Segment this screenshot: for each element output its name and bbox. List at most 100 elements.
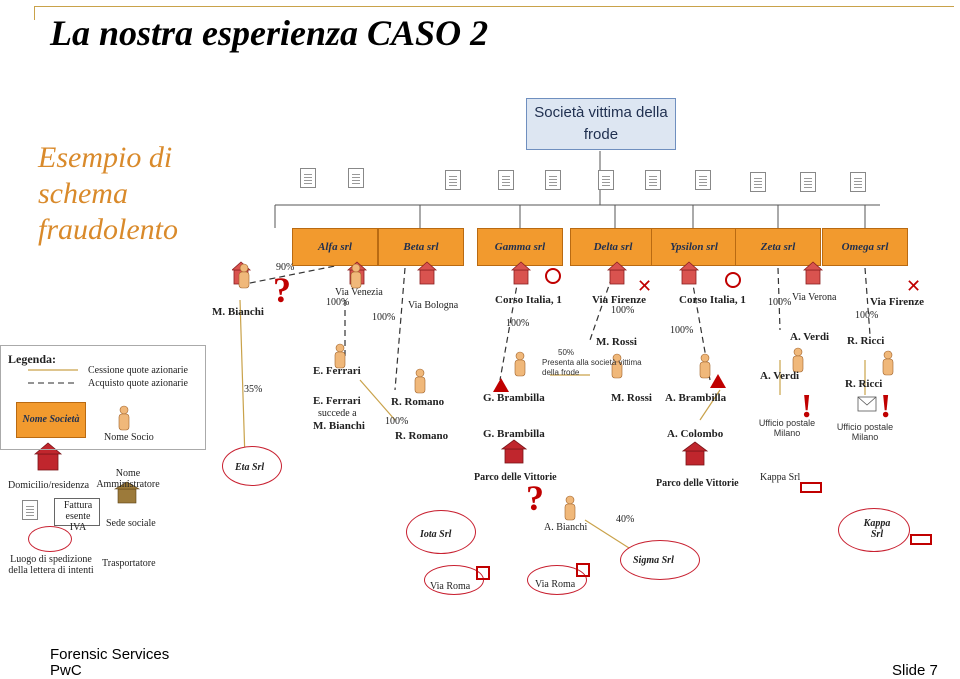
address-ufficio-1: Ufficio postale Milano [758, 418, 816, 438]
legend-registered-office: Sede sociale [106, 518, 156, 529]
company-kappa: Kappa Srl [863, 518, 891, 540]
pct-beta: 100% [385, 416, 409, 427]
alert-rect-icon [800, 482, 822, 493]
address-delta: Via Firenze [592, 294, 647, 306]
legend-document-icon [22, 500, 38, 520]
address-parco-2: Parco delle Vittorie [656, 478, 739, 489]
footer-dept: Forensic Services [50, 646, 170, 663]
document-icon [300, 168, 316, 188]
document-icon [348, 168, 364, 188]
person-ricci-1: R. Ricci [847, 335, 885, 347]
question-mark: ? [273, 270, 291, 310]
page-title: La nostra esperienza CASO 2 [50, 13, 489, 53]
pct-zeta: 100% [768, 297, 792, 308]
person-colombo: A. Colombo [667, 428, 724, 440]
page-subtitle: Esempio di schema fraudolento [38, 141, 178, 246]
document-icon [445, 170, 461, 190]
alert-x-icon: ✕ [906, 276, 922, 297]
address-ypsilon: Corso Italia, 1 [679, 294, 746, 306]
cloud-iota [406, 510, 476, 554]
address-via-roma-1: Via Roma [430, 581, 471, 592]
company-gamma: Gamma srl [477, 228, 563, 266]
company-omega: Omega srl [822, 228, 908, 266]
company-eta: Eta Srl [235, 462, 265, 473]
legend-invoice: Fattura esente IVA [63, 500, 93, 533]
legend-residence: Domicilio/residenza [8, 480, 90, 491]
company-delta: Delta srl [570, 228, 656, 266]
document-icon [498, 170, 514, 190]
person-rossi-1: M. Rossi [596, 336, 637, 348]
person-brambilla-2: G. Brambilla [483, 428, 545, 440]
document-icon [695, 170, 711, 190]
cloud-kappa [838, 508, 910, 552]
person-brambilla-a: A. Brambilla [665, 392, 727, 404]
address-via-roma-2: Via Roma [535, 579, 576, 590]
person-bianchi-top: M. Bianchi [212, 306, 264, 318]
address-gamma: Corso Italia, 1 [495, 294, 562, 306]
company-sigma: Sigma Srl [633, 555, 674, 566]
document-icon [850, 172, 866, 192]
document-icon [598, 170, 614, 190]
company-zeta: Zeta srl [735, 228, 821, 266]
exclamation-mark: ! [880, 388, 892, 425]
person-bianchi-succ: M. Bianchi [313, 420, 365, 432]
alert-rect-icon [910, 534, 932, 545]
legend-share-transfer: Cessione quote azionarie [88, 365, 188, 376]
address-beta: Via Bologna [408, 300, 459, 311]
alert-circle-icon [545, 268, 561, 284]
pct-90: 90% [276, 262, 295, 273]
note-presenta: Presenta alla società vittima della frod… [542, 358, 642, 377]
cloud-sigma [620, 540, 700, 580]
pct-delta: 100% [611, 305, 635, 316]
company-beta: Beta srl [378, 228, 464, 266]
exclamation-mark: ! [801, 388, 813, 425]
header-rule-tick [34, 6, 35, 20]
alert-x-icon: ✕ [637, 276, 653, 297]
person-verdi-2: A. Verdi [760, 370, 800, 382]
pct-sigma: 40% [616, 514, 635, 525]
person-rossi-2: M. Rossi [611, 392, 652, 404]
address-ufficio-2: Ufficio postale Milano [836, 422, 894, 442]
alert-triangle-icon [493, 378, 509, 392]
document-icon [545, 170, 561, 190]
person-ferrari-2: E. Ferrari [313, 395, 361, 407]
document-icon [750, 172, 766, 192]
header-rule [34, 6, 954, 7]
person-ferrari-1: E. Ferrari [313, 365, 361, 377]
succede-a-label: succede a [318, 408, 357, 419]
document-icon [645, 170, 661, 190]
alert-circle-icon [725, 272, 741, 288]
person-bianchi-a: A. Bianchi [544, 522, 588, 533]
alert-square-icon [576, 563, 590, 577]
person-romano-1: R. Romano [391, 396, 445, 408]
pct-alfa2: 100% [372, 312, 396, 323]
footer-brand: PwC [50, 662, 82, 679]
document-icon [800, 172, 816, 192]
question-mark: ? [526, 478, 544, 518]
cloud-eta [222, 446, 282, 486]
carrier-kappa: Kappa Srl [760, 472, 801, 483]
legend-title: Legenda: [8, 352, 56, 366]
pct-delta-half: 50% [558, 348, 575, 357]
person-verdi-1: A. Verdi [790, 331, 830, 343]
company-alfa: Alfa srl [292, 228, 378, 266]
footer-slide: Slide 7 [892, 662, 938, 679]
cloud-via-roma-1 [424, 565, 484, 595]
pct-omega: 100% [855, 310, 879, 321]
pct-gamma: 100% [506, 318, 530, 329]
victim-company-box: Società vittima della frode [526, 98, 676, 150]
person-ricci-2: R. Ricci [845, 378, 883, 390]
pct-35: 35% [244, 384, 263, 395]
address-alfa: Via Venezia [335, 287, 383, 298]
address-omega: Via Firenze [870, 296, 925, 308]
person-brambilla-1: G. Brambilla [483, 392, 545, 404]
company-iota: Iota Srl [420, 529, 452, 540]
legend-invoice-box [54, 498, 100, 526]
legend-frame [0, 345, 206, 450]
legend-share-purchase: Acquisto quote azionarie [88, 378, 188, 389]
person-romano-2: R. Romano [395, 430, 449, 442]
address-parco-1: Parco delle Vittorie [474, 472, 557, 483]
